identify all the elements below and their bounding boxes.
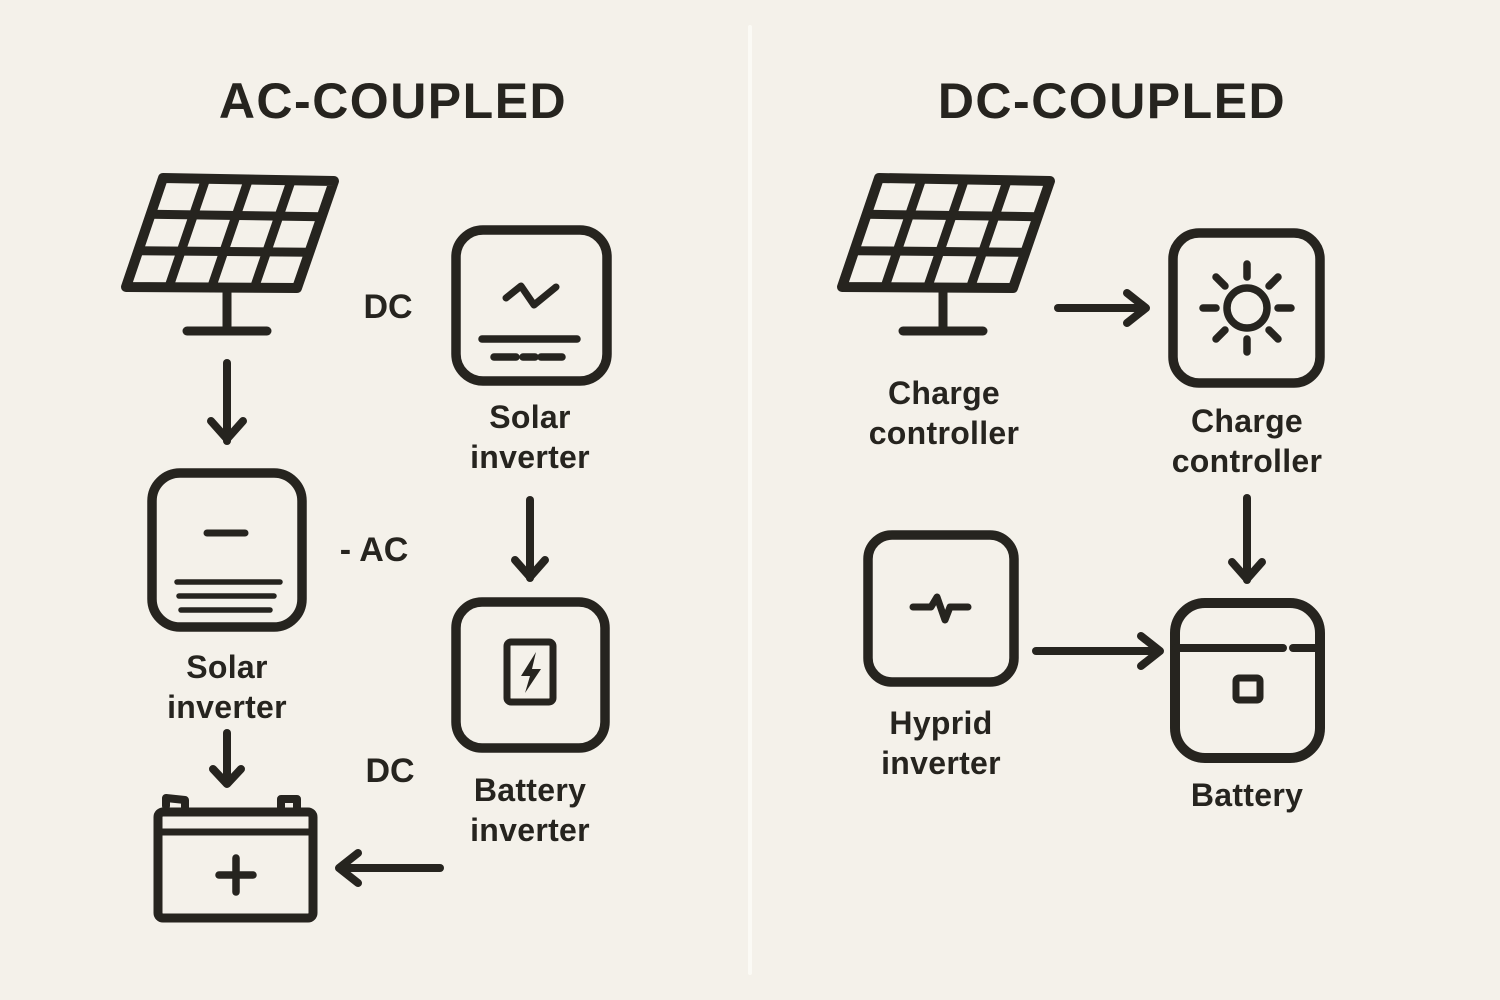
ac-coupled-title: AC-COUPLED <box>218 73 568 129</box>
solar-panel-icon <box>116 170 346 340</box>
hybrid-inverter-label: Hyprid inverter <box>881 705 1001 781</box>
battery-box-icon <box>1169 597 1329 767</box>
battery-icon <box>150 788 325 928</box>
arrow-down-icon <box>207 727 247 793</box>
dc-edge-label: DC <box>363 288 413 326</box>
battery-inverter-label: Battery inverter <box>470 772 590 848</box>
arrow-right-icon <box>1053 288 1153 328</box>
arrow-right-icon <box>1031 631 1166 671</box>
hybrid-inverter-icon <box>862 529 1022 691</box>
ac-edge-label: - AC <box>339 531 409 569</box>
solar-inverter-icon <box>450 224 614 388</box>
charge-controller-label: Charge controller <box>1171 403 1323 479</box>
sun-icon <box>1199 260 1295 356</box>
dc-coupled-title: DC-COUPLED <box>937 73 1287 129</box>
panel-divider <box>748 25 752 975</box>
charge-controller-icon <box>1167 227 1327 391</box>
battery-label: Battery <box>1190 777 1304 813</box>
solar-inverter-side-label: Solar inverter <box>167 649 287 725</box>
panel-charge-controller-label: Charge controller <box>868 375 1020 451</box>
solar-panel-icon <box>832 170 1062 340</box>
solar-inverter-side-icon <box>146 467 310 635</box>
arrow-down-icon <box>207 357 247 447</box>
arrow-down-icon <box>1227 492 1267 586</box>
solar-inverter-top-label: Solar inverter <box>470 399 590 475</box>
battery-inverter-icon <box>450 596 612 754</box>
dc-edge-label: DC <box>365 752 415 790</box>
arrow-left-icon <box>332 848 447 888</box>
arrow-down-icon <box>510 494 550 584</box>
pulse-icon <box>909 593 972 624</box>
lightning-bolt-icon <box>521 652 541 693</box>
